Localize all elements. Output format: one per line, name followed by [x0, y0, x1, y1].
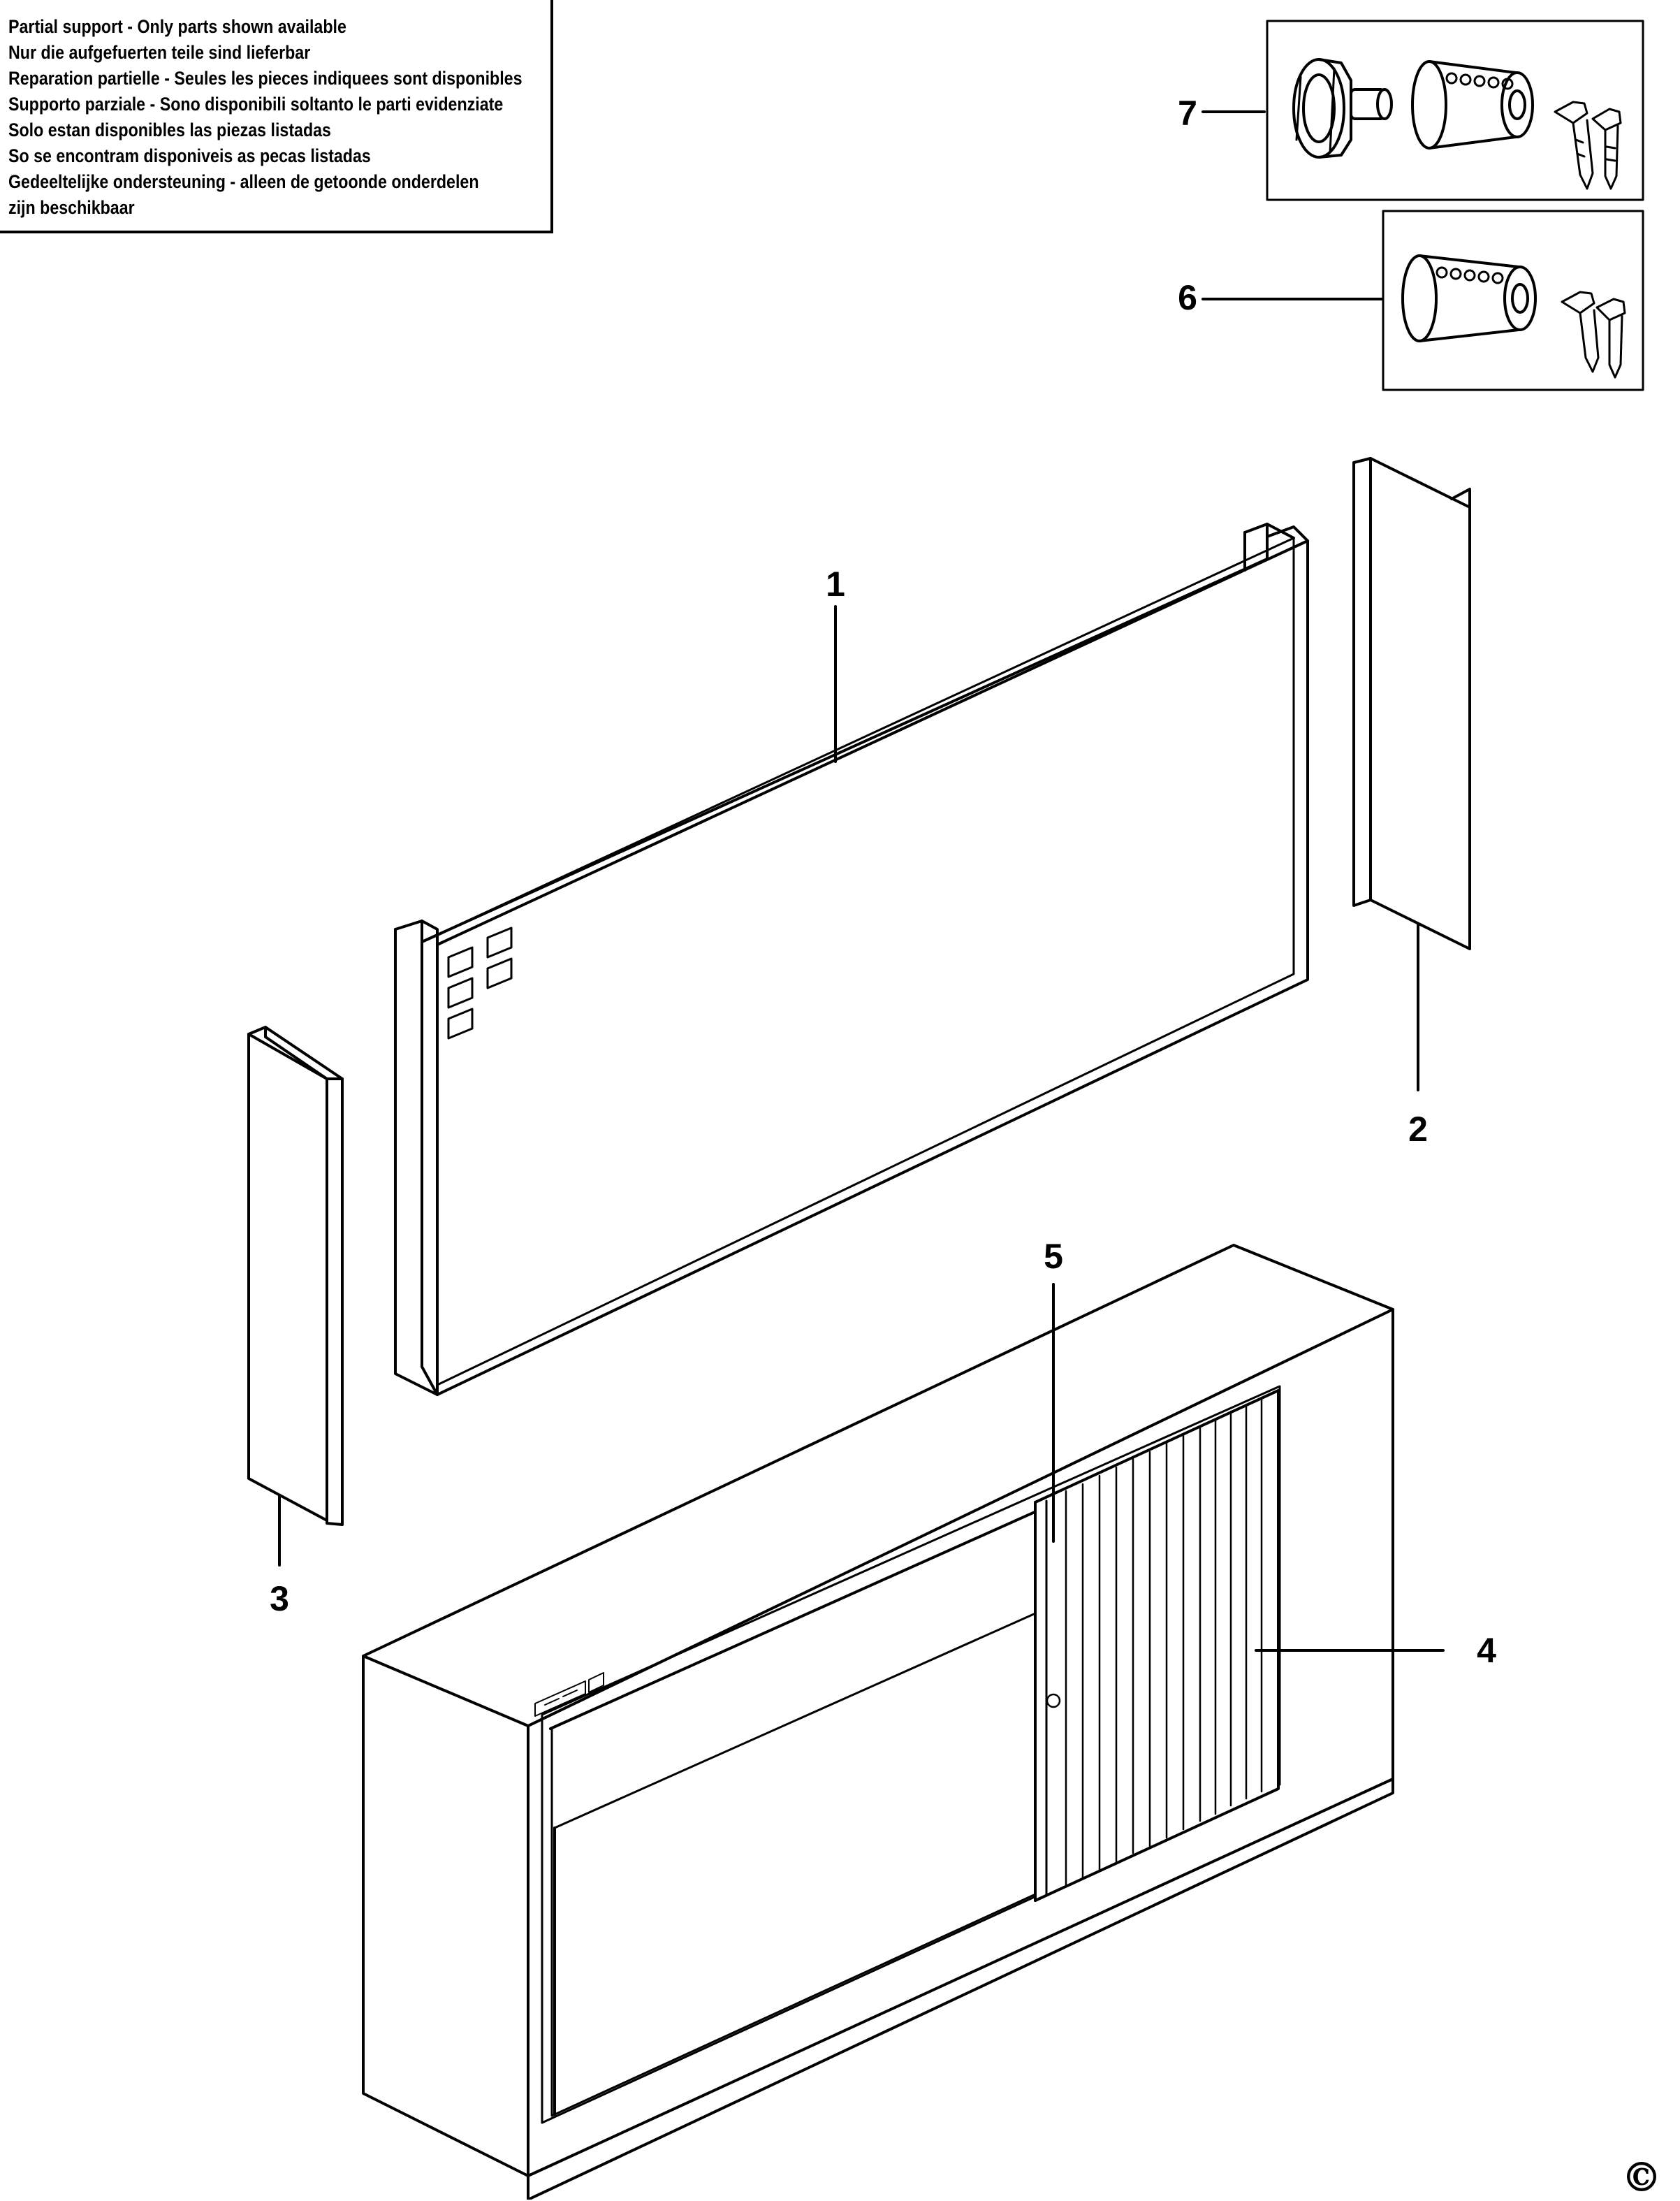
callout-3: 3 [270, 1579, 289, 1618]
partial-support-notice: Partial support - Only parts shown avail… [0, 0, 553, 233]
notice-line: Nur die aufgefuerten teile sind lieferba… [8, 42, 311, 63]
notice-line: So se encontram disponiveis as pecas lis… [8, 145, 371, 166]
brand-badge [534, 1672, 604, 1717]
callout-2: 2 [1408, 1110, 1428, 1149]
callout-7: 7 [1178, 94, 1197, 133]
notice-line: Partial support - Only parts shown avail… [8, 16, 346, 37]
part-3-left-side-trim [247, 1026, 344, 1567]
notice-line: Solo estan disponibles las piezas listad… [8, 119, 331, 140]
lock-cylinder-icon [1401, 254, 1537, 342]
part-1-back-panel [394, 523, 1309, 1396]
part-2-right-side-trim [1352, 457, 1471, 1091]
callout-4: 4 [1477, 1631, 1496, 1670]
notice-line: Supporto parziale - Sono disponibili sol… [8, 94, 504, 115]
part-7-lock-kit [1201, 20, 1644, 201]
callout-5: 5 [1044, 1237, 1063, 1276]
callout-6: 6 [1178, 278, 1197, 317]
copyright-mark: © [1621, 2153, 1662, 2201]
lock-cylinder-icon [1411, 60, 1534, 150]
part-4-cabinet [362, 1244, 1445, 2200]
roller-shutter-door [1034, 1389, 1280, 1902]
keys-icon [1561, 291, 1626, 379]
notice-line: Gedeeltelijke ondersteuning - alleen de … [8, 171, 479, 192]
lock-keyhole-icon [1046, 1693, 1061, 1708]
notice-line: Reparation partielle - Seules les pieces… [8, 68, 523, 89]
keys-icon [1554, 101, 1622, 190]
part-6-cylinder-kit [1201, 210, 1644, 391]
notice-line: zijn beschikbaar [8, 197, 135, 218]
cam-lock-icon [1292, 58, 1393, 159]
callout-1: 1 [826, 565, 845, 604]
mounting-holes [447, 927, 513, 1040]
